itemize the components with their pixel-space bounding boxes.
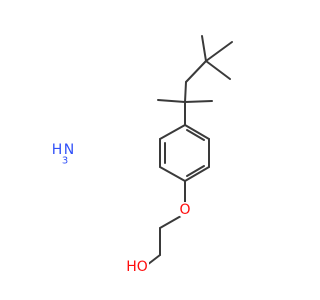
hydroxyl-label: HO xyxy=(126,259,148,275)
ring-bond-6 xyxy=(184,124,210,140)
ammonia-hydrogen: H xyxy=(52,142,63,158)
bond-tbutyl-right xyxy=(205,41,233,62)
bond-tbutyl-lower-right xyxy=(205,60,231,80)
ammonia-nitrogen: N xyxy=(64,142,74,158)
bond-ch2-to-hydroxyl xyxy=(146,254,161,266)
ether-oxygen-label: O xyxy=(179,202,190,218)
bond-tbutyl-to-ch2 xyxy=(185,60,207,83)
bond-ether-oxygen-to-ch2 xyxy=(159,215,182,229)
bond-quaternary-methyl-left xyxy=(157,99,186,103)
molecule-diagram: H N 3 O HO xyxy=(52,35,233,275)
ring-double-bond-top xyxy=(186,129,205,141)
ammonia-subscript: 3 xyxy=(62,156,68,167)
bond-quaternary-methyl-right xyxy=(184,100,213,103)
bond-ch2-to-quaternary xyxy=(184,81,187,103)
ring-bond-4 xyxy=(184,166,210,182)
ether-oxygen-background xyxy=(177,202,193,218)
hydroxyl-background xyxy=(125,259,149,275)
ring-bond-3 xyxy=(159,166,186,182)
ring-bond-1 xyxy=(159,124,186,140)
bond-tbutyl-top xyxy=(201,35,207,62)
ring-double-bond-bottom xyxy=(186,165,205,177)
ammonia-label: H N 3 xyxy=(52,142,75,167)
